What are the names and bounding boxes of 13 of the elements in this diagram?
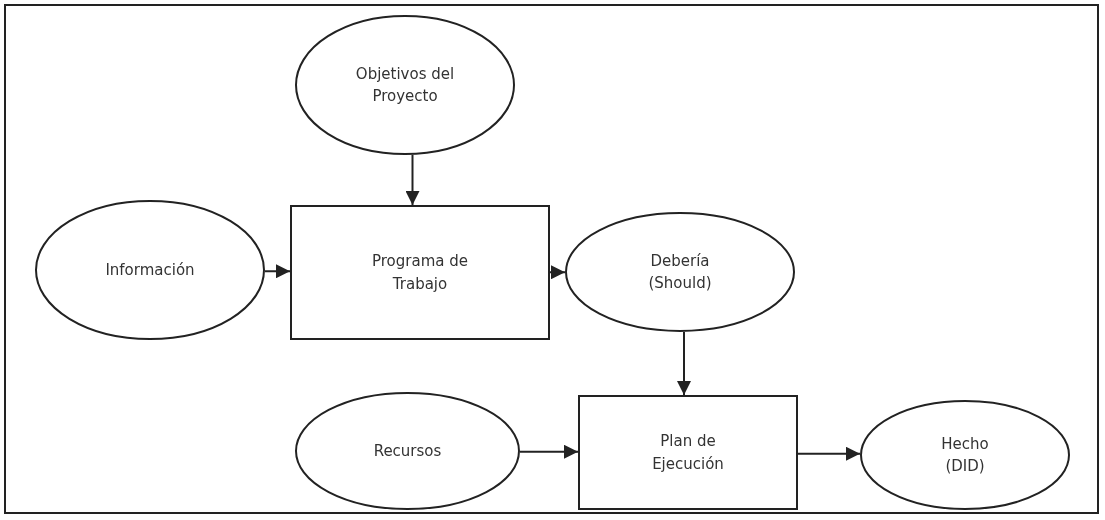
node-label: Hecho (DID)	[940, 433, 990, 477]
node-label: Recursos	[373, 440, 442, 462]
arrow	[519, 444, 579, 459]
node-label: Programa de Trabajo	[371, 251, 469, 295]
node-label: Objetivos del Proyecto	[354, 63, 456, 107]
arrow	[549, 265, 566, 280]
node-label: Información	[105, 259, 195, 281]
arrow	[405, 153, 420, 206]
node-label: Debería (Should)	[647, 250, 713, 294]
arrow	[677, 330, 691, 396]
node-label: Plan de Ejecución	[651, 431, 725, 475]
arrow	[264, 264, 291, 279]
arrow	[797, 446, 862, 461]
